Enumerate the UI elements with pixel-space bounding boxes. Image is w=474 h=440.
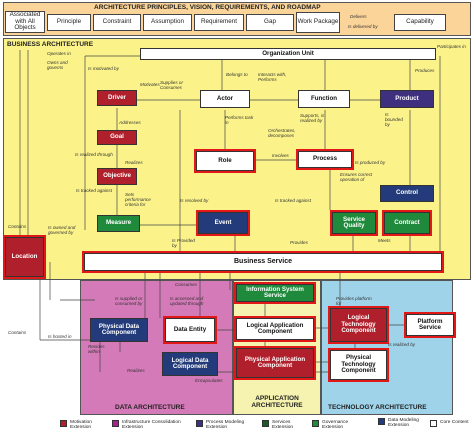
rel-involves: Involves — [272, 153, 289, 158]
product-box: Product — [380, 90, 434, 108]
rel-is-tracked: Is tracked against — [275, 198, 312, 203]
rel-resides-within: Resides within — [88, 344, 105, 354]
event-box: Event — [196, 210, 250, 236]
logical-technology-component-box: Logical Technology Component — [328, 306, 389, 344]
rel-is-produced-by: Is produced by — [355, 160, 386, 165]
legend-core-label: Core Content — [440, 420, 469, 425]
measure-box: Measure — [97, 215, 140, 232]
rel-belongs-to: Belongs to — [226, 72, 248, 77]
rel-is-provided-by: Is Provided by — [172, 238, 195, 248]
rel-orchestrates: Orchestrates, decomposes — [268, 128, 296, 138]
logical-application-component-box: Logical Application Component — [234, 316, 316, 342]
rel-is-accessed-updated: Is accessed and updated through — [170, 296, 204, 306]
objective-box: Objective — [97, 168, 137, 185]
capability-cell: Capability — [394, 14, 446, 31]
rel-sets-criteria: Sets performance criteria for — [125, 192, 151, 207]
logical-data-component-box: Logical Data Component — [162, 352, 218, 376]
participates-label: Participates in — [437, 44, 466, 49]
rel-owns-governs: Owns and governs — [47, 60, 68, 70]
data-entity-box: Data Entity — [163, 316, 217, 344]
rel-performs: Performs task in — [225, 115, 254, 125]
rel-interacts: Interacts with, Performs — [258, 72, 287, 82]
rel-is-supplied-consumed: Is supplied or consumed by — [115, 296, 143, 306]
rel-is-bounded-by: Is bounded by — [385, 112, 403, 127]
business-service-box: Business Service — [82, 251, 444, 273]
business-title: BUSINESS ARCHITECTURE — [7, 41, 94, 48]
legend-motivation-swatch — [60, 420, 67, 427]
contract-box: Contract — [382, 210, 432, 236]
assumption-cell: Assumption — [143, 14, 192, 31]
platform-service-box: Platform Service — [404, 312, 456, 338]
rel-is-realized-by: Is realized by — [388, 342, 416, 347]
gap-cell: Gap — [246, 14, 294, 31]
rel-consumes: Consumes — [175, 282, 197, 287]
constraint-cell: Constraint — [93, 14, 141, 31]
rel-meets: Meets — [378, 238, 391, 243]
rel-supports: Supports, is realized by — [300, 113, 325, 123]
information-system-service-box: Information System Service — [234, 282, 316, 304]
rel-operates-in: Operates in — [47, 51, 71, 56]
actor-box: Actor — [200, 90, 250, 108]
location-box: Location — [3, 235, 46, 279]
legend-governance-label: Governance Extension — [322, 420, 349, 431]
rel-is-owned-governed: Is owned and governed by — [48, 225, 76, 235]
control-box: Control — [380, 185, 434, 202]
driver-box: Driver — [97, 90, 137, 106]
is-delivered-by-label: Is delivered by — [348, 24, 378, 29]
data-title: DATA ARCHITECTURE — [115, 404, 185, 411]
rel-realizes: Realizes — [125, 160, 143, 165]
rel-is-realized-through: Is realized through — [75, 152, 113, 157]
application-band — [233, 280, 321, 415]
legend-process-label: Process Modeling Extension — [206, 420, 245, 431]
rel-realizes2: Realizes — [127, 368, 145, 373]
goal-box: Goal — [97, 130, 137, 145]
rel-is-resolved-by: Is resolved by — [180, 198, 209, 203]
data-band — [80, 280, 233, 415]
requirement-cell: Requirement — [194, 14, 244, 31]
legend-data-modeling-swatch — [378, 418, 385, 425]
physical-application-component-box: Physical Application Component — [234, 346, 316, 380]
role-box: Role — [194, 149, 256, 173]
rel-ensures-correct: Ensures correct operation of — [340, 172, 373, 182]
rel-motivates: Motivates — [140, 82, 160, 87]
application-title: APPLICATION ARCHITECTURE — [251, 395, 303, 410]
service-quality-box: Service Quality — [330, 210, 378, 236]
process-box: Process — [296, 149, 354, 170]
rel-encapsulates: Encapsulates — [195, 378, 223, 383]
legend-motivation-label: Motivation Extension — [70, 420, 92, 431]
legend-infrastructure-swatch — [112, 420, 119, 427]
legend-services-label: Services Extension — [272, 420, 294, 431]
legend-governance-swatch — [312, 420, 319, 427]
rel-provides: Provides — [290, 240, 308, 245]
rel-contains-bottom: Contains — [8, 330, 27, 335]
physical-data-component-box: Physical Data Component — [90, 318, 148, 342]
function-box: Function — [298, 90, 350, 108]
org-unit-box: Organization Unit — [140, 48, 436, 60]
legend-services-swatch — [262, 420, 269, 427]
legend-infrastructure-label: Infrastructure Consolidation Extension — [122, 420, 181, 431]
associated-cell: Associated with All Objects — [5, 11, 45, 33]
physical-technology-component-box: Physical Technology Component — [328, 348, 389, 382]
technology-band — [321, 280, 453, 415]
work-package-cell: Work Package — [296, 12, 340, 33]
rel-contains: Contains — [8, 224, 27, 229]
rel-is-tracked-against: Is tracked against — [76, 188, 113, 193]
legend-process-swatch — [196, 420, 203, 427]
rel-is-hosted-in: Is hosted in — [48, 334, 72, 339]
rel-produces: Produces — [415, 68, 435, 73]
legend-core-swatch — [430, 420, 437, 427]
rel-is-motivated-by: Is motivated by — [88, 66, 119, 71]
delivers-label: Delivers — [350, 14, 367, 19]
technology-title: TECHNOLOGY ARCHITECTURE — [328, 404, 427, 411]
legend-data-modeling-label: Data Modeling Extension — [388, 418, 419, 429]
rel-provides-platform: Provides platform for — [336, 296, 372, 306]
rel-supplies: Supplies or Consumes — [160, 80, 183, 90]
header-title: ARCHITECTURE PRINCIPLES, VISION, REQUIRE… — [94, 4, 321, 11]
principle-cell: Principle — [47, 14, 91, 31]
rel-addresses: Addresses — [119, 120, 141, 125]
